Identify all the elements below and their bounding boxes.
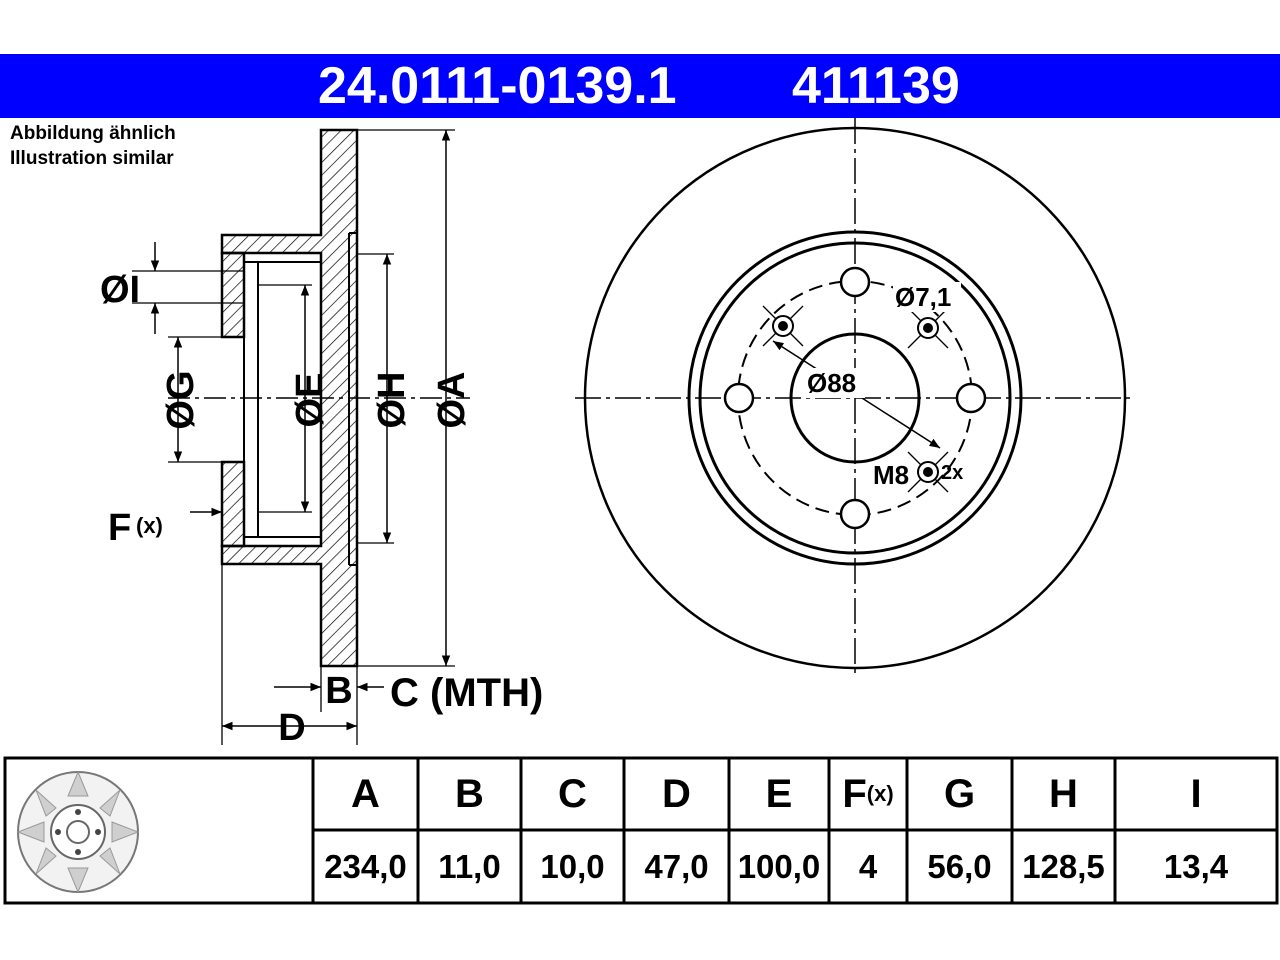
value-i: 13,4 <box>1163 847 1229 885</box>
part-number: 24.0111-0139.1 <box>318 57 677 115</box>
header-f-letter: F <box>842 771 867 816</box>
table-grid <box>3 756 1279 905</box>
header-d: D <box>662 771 691 816</box>
header-f-sub: (x) <box>866 781 894 806</box>
front-view: Ø7,1 Ø88 M8 2x <box>575 118 1135 678</box>
value-b: 11,0 <box>438 847 501 885</box>
header-a: A <box>351 771 380 816</box>
title-bar: 24.0111-0139.1 411139 <box>0 54 1280 118</box>
header-i: I <box>1190 771 1202 816</box>
hub-wall-lower <box>220 460 246 548</box>
bolt-hole-left <box>723 382 755 414</box>
value-c: 10,0 <box>540 847 605 885</box>
header-h: H <box>1049 771 1078 816</box>
note-german: Abbildung ähnlich <box>10 123 176 144</box>
label-thread: M8 <box>873 460 909 490</box>
label-hole-diameter: Ø7,1 <box>895 282 951 312</box>
label-dia-i: ØI <box>100 269 140 311</box>
label-dia-h: ØH <box>371 372 413 429</box>
bolt-hole-right <box>955 382 987 414</box>
label-f-sub: (x) <box>136 513 163 538</box>
label-dia-e: ØE <box>289 373 331 428</box>
bolt-hole-bottom <box>839 498 871 530</box>
brake-disc-thumbnail-icon <box>16 770 140 894</box>
value-h: 128,5 <box>1022 847 1105 885</box>
header-c: C <box>558 771 587 816</box>
label-d: D <box>278 707 305 749</box>
technical-drawing: ØI ØG ØE ØH ØA F (x) B C (MTH) D <box>100 118 1135 749</box>
label-b: B <box>325 670 352 712</box>
note-english: Illustration similar <box>10 148 174 169</box>
header-g: G <box>943 771 976 816</box>
dimension-table: A B C D E F(x) G H I 234,0 11,0 10,0 47,… <box>0 756 1280 906</box>
value-a: 234,0 <box>324 847 407 885</box>
header-b: B <box>455 771 484 816</box>
value-d: 47,0 <box>644 847 709 885</box>
hub-wall-upper <box>220 251 246 339</box>
label-f: F <box>108 507 131 549</box>
label-dia-g: ØG <box>160 370 202 429</box>
label-c-mth: C (MTH) <box>390 671 543 715</box>
label-bore-diameter: Ø88 <box>807 368 856 398</box>
label-dia-a: ØA <box>431 372 473 429</box>
header-f: F(x) <box>829 758 907 830</box>
value-f: 4 <box>858 847 878 885</box>
bolt-hole-top <box>839 266 871 298</box>
label-thread-count: 2x <box>941 462 963 484</box>
value-g: 56,0 <box>927 847 992 885</box>
side-section-view: ØI ØG ØE ØH ØA F (x) B C (MTH) D <box>100 128 543 749</box>
reference-number: 411139 <box>792 57 960 115</box>
header-e: E <box>765 771 793 816</box>
value-e: 100,0 <box>737 847 821 885</box>
threaded-holes <box>762 305 949 493</box>
